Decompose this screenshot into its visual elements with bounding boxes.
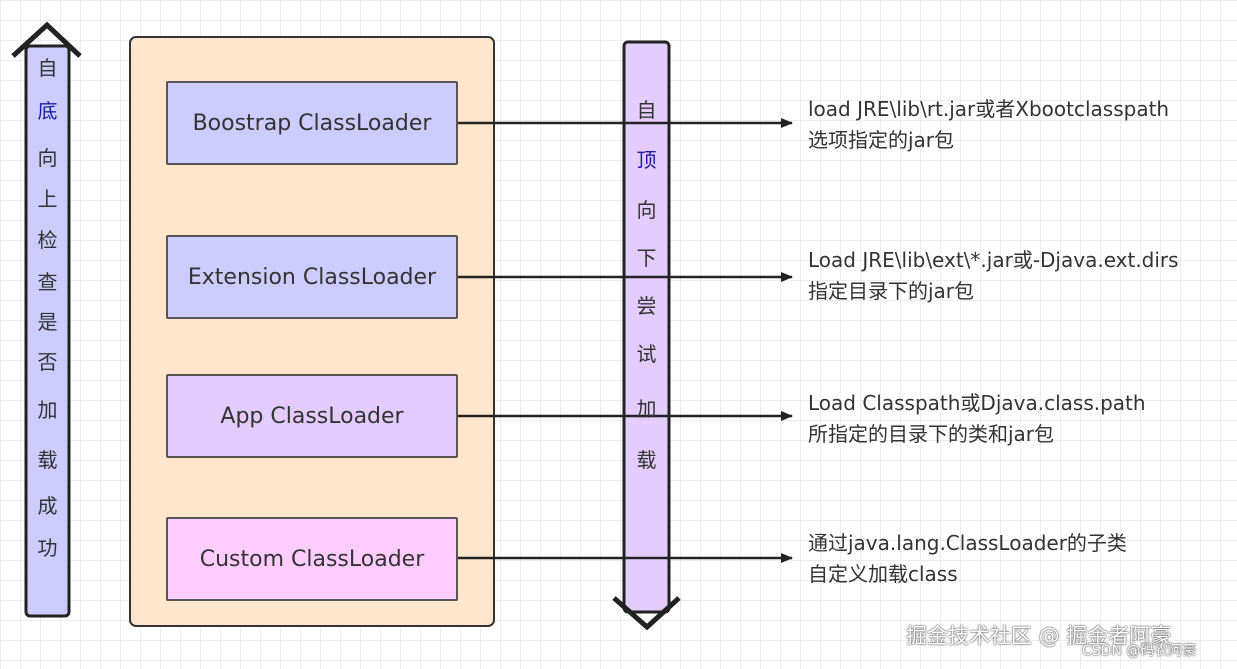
bottom-up-column (11, 21, 82, 618)
bottom-up-char: 查 (37, 270, 58, 294)
bottom-up-char: 加 (37, 398, 58, 422)
note-line: load JRE\lib\rt.jar或者Xbootclasspath (808, 97, 1170, 121)
bottom-up-char: 检 (37, 228, 58, 252)
bootstrap-classloader-box: Boostrap ClassLoader (166, 81, 458, 165)
note-line: Load Classpath或Djava.class.path (808, 391, 1146, 415)
top-down-char: 加 (636, 397, 657, 421)
bottom-up-char: 成 (37, 494, 58, 518)
down-arrow-icon (612, 596, 681, 631)
top-down-label: 自 顶 向 下 尝 试 加 载 (624, 100, 669, 480)
note-line: 选项指定的jar包 (808, 128, 955, 152)
top-down-char: 顶 (636, 148, 657, 172)
extension-classloader-box: Extension ClassLoader (166, 235, 458, 319)
note-line: 所指定的目录下的类和jar包 (808, 422, 1055, 446)
top-down-char: 下 (636, 246, 657, 270)
bottom-up-char: 上 (37, 187, 58, 211)
top-down-column (612, 40, 681, 631)
top-down-column-body (622, 40, 671, 614)
top-down-char: 尝 (636, 294, 657, 318)
top-down-char: 载 (636, 448, 657, 472)
extension-note: Load JRE\lib\ext\*.jar或-Djava.ext.dirs 指… (808, 245, 1179, 307)
app-classloader-box: App ClassLoader (166, 374, 458, 458)
note-line: 自定义加载class (808, 562, 958, 586)
custom-note: 通过java.lang.ClassLoader的子类 自定义加载class (808, 528, 1127, 590)
watermark-main: 掘金技术社区 @ 掘金者阿豪 (906, 624, 1172, 648)
bottom-up-column-body (24, 44, 71, 618)
bottom-up-label: 自 底 向 上 检 查 是 否 加 载 成 功 (26, 58, 69, 578)
top-down-char: 试 (636, 342, 657, 366)
bottom-up-char: 底 (37, 99, 58, 123)
bottom-up-char: 功 (37, 536, 58, 560)
classloader-container (129, 36, 495, 627)
up-arrow-icon (11, 21, 82, 58)
note-line: 通过java.lang.ClassLoader的子类 (808, 531, 1127, 555)
bottom-up-char: 否 (37, 350, 58, 374)
bottom-up-char: 自 (37, 56, 58, 80)
bottom-up-char: 向 (37, 146, 58, 170)
bottom-up-char: 载 (37, 448, 58, 472)
bootstrap-note: load JRE\lib\rt.jar或者Xbootclasspath 选项指定… (808, 94, 1169, 156)
note-line: 指定目录下的jar包 (808, 279, 975, 303)
custom-classloader-box: Custom ClassLoader (166, 517, 458, 601)
app-note: Load Classpath或Djava.class.path 所指定的目录下的… (808, 388, 1146, 450)
top-down-char: 向 (636, 198, 657, 222)
bottom-up-char: 是 (37, 310, 58, 334)
note-line: Load JRE\lib\ext\*.jar或-Djava.ext.dirs (808, 248, 1179, 272)
top-down-char: 自 (636, 98, 657, 122)
watermark-sub: CSDN @码农阿豪 (1082, 643, 1197, 659)
connectors (458, 118, 793, 563)
